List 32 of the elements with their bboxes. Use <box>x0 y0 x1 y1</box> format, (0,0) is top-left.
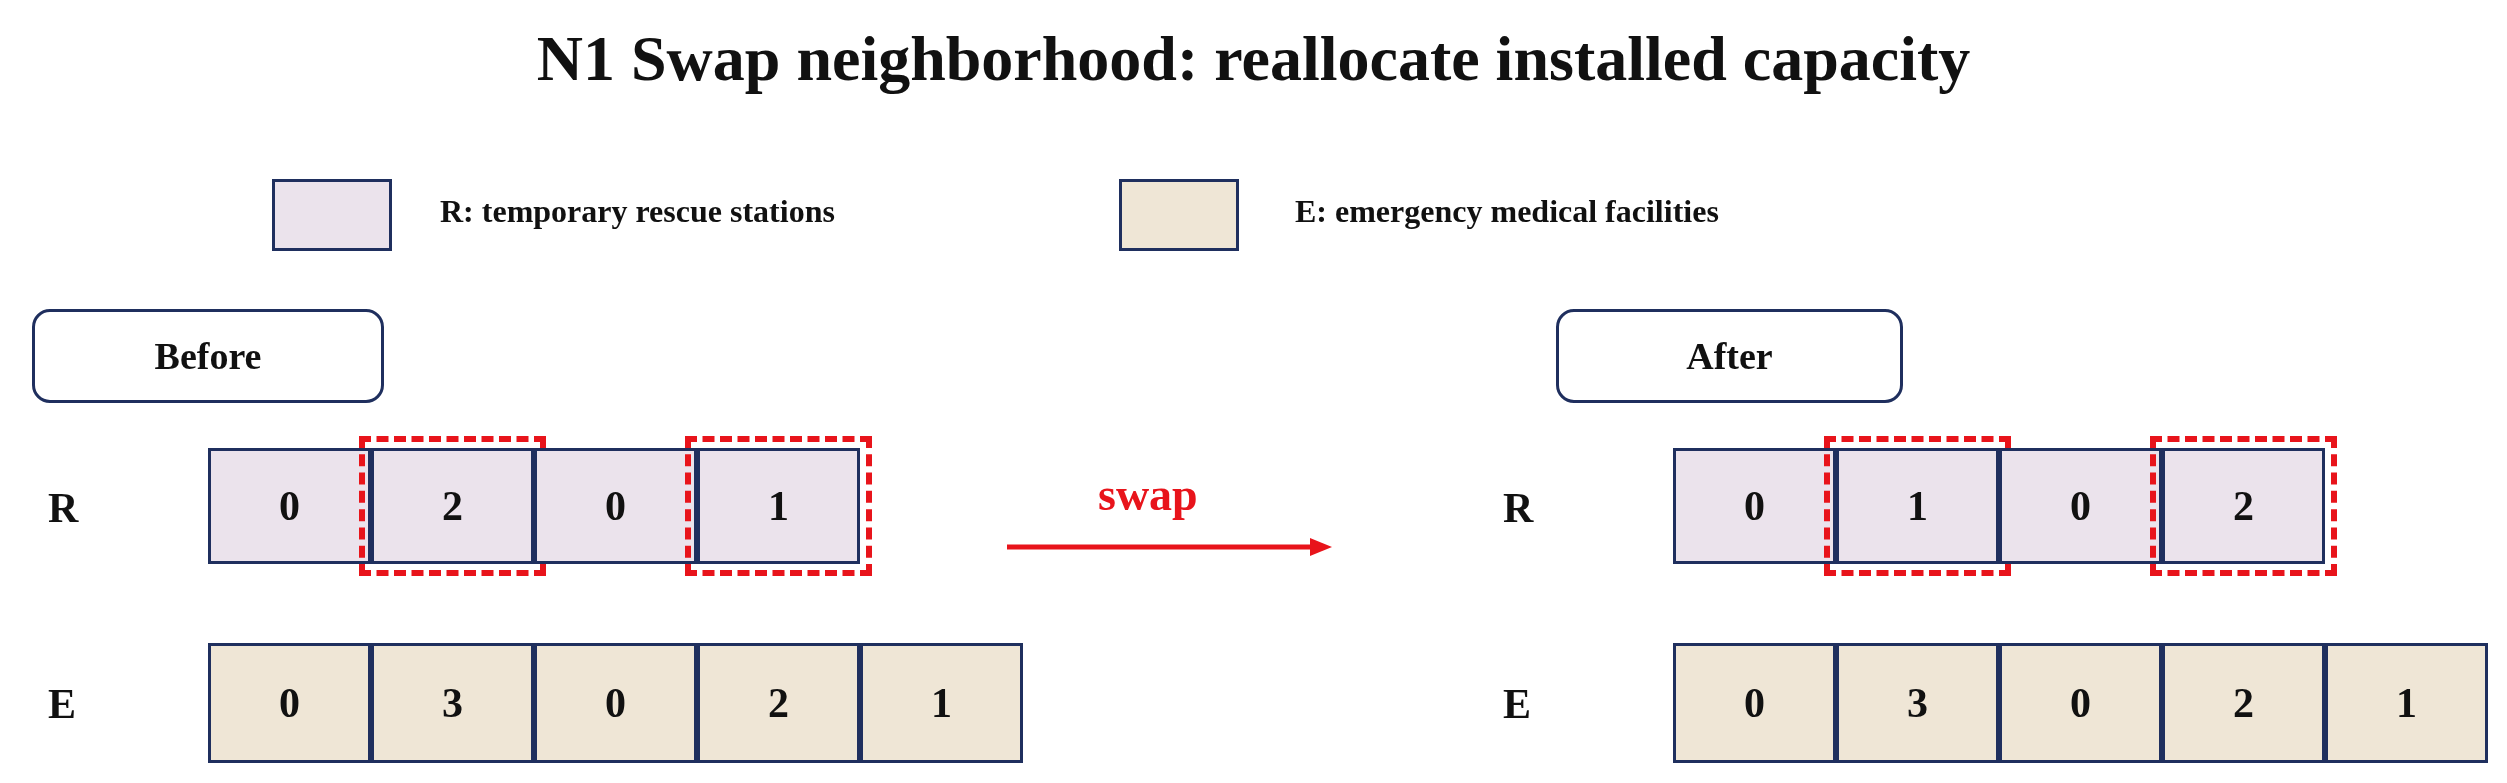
array-cell: 2 <box>697 643 860 763</box>
array-cell: 0 <box>1999 643 2162 763</box>
array-cell: 0 <box>1673 643 1836 763</box>
label-box: After <box>1556 309 1903 403</box>
array-cell: 3 <box>371 643 534 763</box>
array-cell: 0 <box>208 643 371 763</box>
array-cell: 1 <box>1836 448 1999 564</box>
array-cell: 2 <box>371 448 534 564</box>
legend-text: E: emergency medical facilities <box>1295 193 1719 230</box>
array-cell: 0 <box>534 643 697 763</box>
array-cell: 0 <box>1999 448 2162 564</box>
label-box: Before <box>32 309 384 403</box>
array-cell: 0 <box>208 448 371 564</box>
array-cell: 1 <box>860 643 1023 763</box>
legend-text: R: temporary rescue stations <box>440 193 835 230</box>
array-cell: 1 <box>2325 643 2488 763</box>
highlight-frame <box>359 436 546 576</box>
highlight-frame <box>1824 436 2011 576</box>
highlight-frame <box>2150 436 2337 576</box>
highlight-frame <box>685 436 872 576</box>
array-cell: 0 <box>1673 448 1836 564</box>
title: N1 Swap neighborhood: reallocate installed capacity <box>535 22 1972 96</box>
row-label: R <box>1503 484 1534 532</box>
array-cell: 3 <box>1836 643 1999 763</box>
array-cell: 2 <box>2162 643 2325 763</box>
arrow-label: swap <box>1098 468 1198 521</box>
array-cell: 2 <box>2162 448 2325 564</box>
row-label: R <box>48 484 79 532</box>
array-cell: 1 <box>697 448 860 564</box>
array-cell: 0 <box>534 448 697 564</box>
row-label: E <box>1503 680 1531 728</box>
row-label: E <box>48 680 76 728</box>
